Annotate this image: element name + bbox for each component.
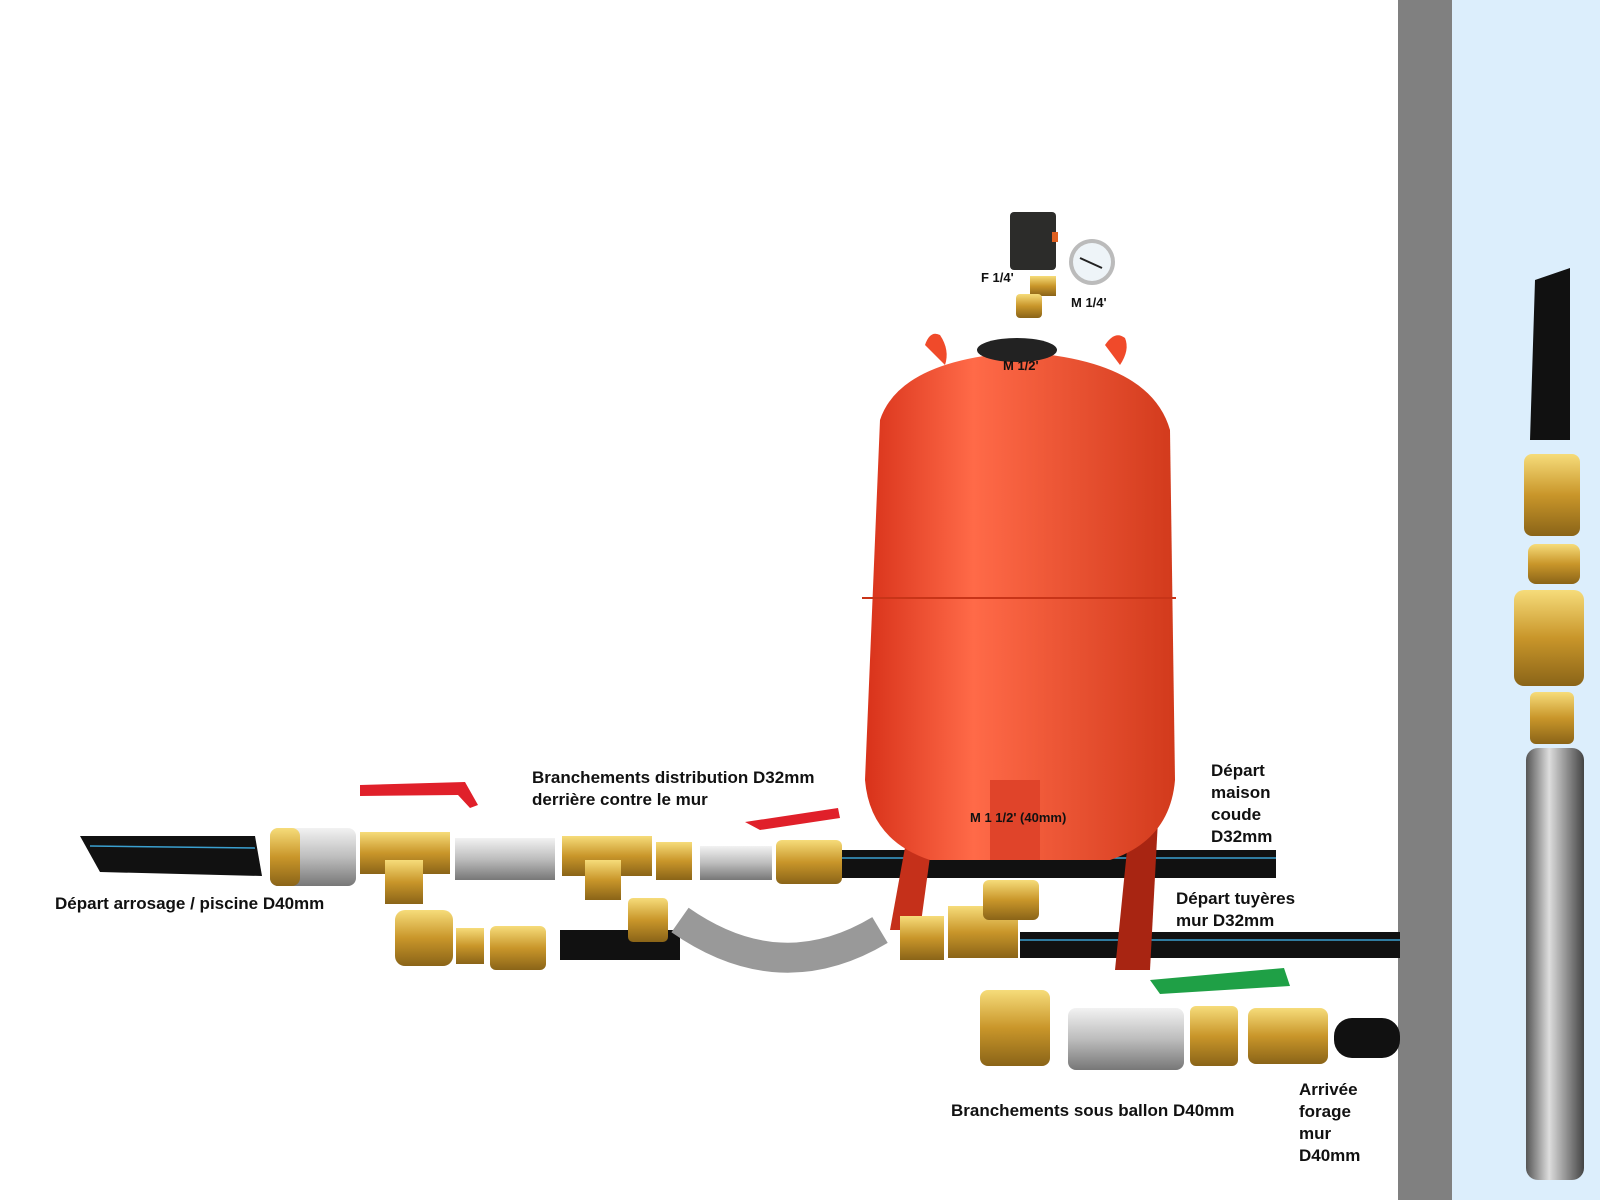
pressure-switch <box>1010 212 1058 270</box>
label-line: D32mm <box>1211 827 1273 846</box>
label-line: Arrivée <box>1299 1080 1358 1099</box>
pipe-garden <box>80 836 262 876</box>
label-line: Branchements distribution D32mm <box>532 768 815 787</box>
label-line: D40mm <box>1299 1146 1361 1165</box>
pipe-nozzles <box>1020 932 1400 958</box>
label-tank-bottom-thread: M 1 1/2' (40mm) <box>970 810 1067 825</box>
label-line: coude <box>1211 805 1262 824</box>
label-house: Départ maison coude D32mm <box>1211 760 1272 848</box>
label-line: Départ tuyères <box>1176 889 1296 908</box>
label-line: mur D32mm <box>1176 911 1275 930</box>
label-borehole: Arrivée forage mur D40mm <box>1299 1079 1360 1167</box>
brass-tee-top <box>1016 276 1056 318</box>
submersible-pump <box>1526 748 1584 1180</box>
label-under-tank: Branchements sous ballon D40mm <box>951 1101 1235 1120</box>
label-line: maison <box>1211 783 1271 802</box>
label-pressure-switch-thread: F 1/4' <box>981 270 1014 285</box>
label-line: forage <box>1299 1102 1351 1121</box>
label-nozzles: Départ tuyères mur D32mm <box>1176 888 1295 932</box>
pipe-borehole <box>1334 1018 1400 1058</box>
label-gauge-thread: M 1/4' <box>1071 295 1107 310</box>
flexible-hose <box>671 907 888 973</box>
fittings-left <box>270 782 842 970</box>
label-tank-top-thread: M 1/2' <box>1003 358 1039 373</box>
wall <box>1398 0 1452 1200</box>
expansion-tank <box>862 333 1176 970</box>
label-line: mur <box>1299 1124 1332 1143</box>
label-garden-pool: Départ arrosage / piscine D40mm <box>55 894 325 913</box>
pressure-gauge <box>1069 239 1115 285</box>
label-line: Départ <box>1211 761 1265 780</box>
fittings-under-tank <box>900 880 1328 1070</box>
label-line: derrière contre le mur <box>532 790 708 809</box>
borehole-column <box>1514 268 1584 1180</box>
label-distribution: Branchements distribution D32mm derrière… <box>532 767 814 811</box>
